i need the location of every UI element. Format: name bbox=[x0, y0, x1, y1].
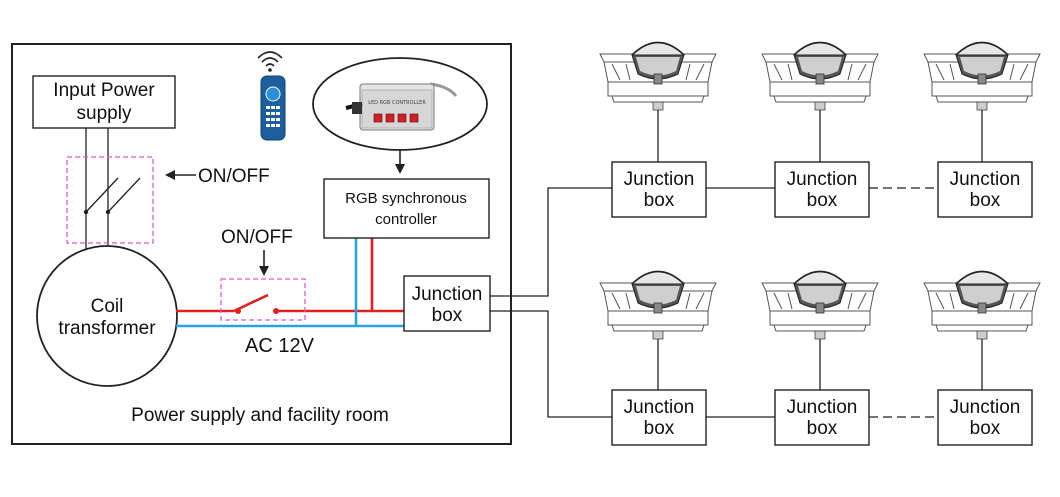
rgb-controller-box bbox=[323, 178, 490, 239]
switch-pivot-1 bbox=[83, 209, 89, 215]
junction-box-bottom-3 bbox=[937, 389, 1033, 446]
pool-light-icon bbox=[599, 270, 717, 340]
coil-transformer bbox=[36, 245, 178, 387]
controller-device-label: LED RGB CONTROLLER bbox=[368, 100, 426, 106]
on-off-label-1: ON/OFF bbox=[198, 166, 270, 187]
input-power-label-1: Input Power bbox=[53, 80, 155, 101]
junction-box-top-1 bbox=[611, 161, 707, 218]
remote-control-icon bbox=[260, 75, 286, 141]
junction-box-bottom-2 bbox=[774, 389, 870, 446]
double-switch-blades bbox=[85, 177, 141, 213]
feed-wire-top bbox=[490, 187, 612, 297]
on-off-label-2: ON/OFF bbox=[221, 227, 293, 248]
pool-light-icon bbox=[599, 41, 717, 111]
junction-label: box bbox=[807, 190, 838, 211]
single-switch-outline bbox=[220, 278, 306, 321]
junction-box-bottom-1 bbox=[611, 389, 707, 446]
coil-label-2: transformer bbox=[58, 318, 156, 339]
ac-12v-label: AC 12V bbox=[245, 335, 315, 357]
junction-box-top-2 bbox=[774, 161, 870, 218]
junction-label: Junction bbox=[950, 397, 1021, 418]
pool-light-icon bbox=[761, 270, 879, 340]
input-power-label-2: supply bbox=[77, 103, 132, 124]
pool-light-icon bbox=[923, 41, 1041, 111]
coil-label-1: Coil bbox=[91, 296, 124, 317]
top-row: Junction box Junction box Junction box bbox=[599, 41, 1041, 218]
main-junction-label-2: box bbox=[432, 305, 463, 326]
rgb-controller-device-icon: LED RGB CONTROLLER bbox=[345, 82, 458, 131]
input-power-supply-box bbox=[32, 75, 176, 129]
switch-contact-1 bbox=[235, 308, 241, 314]
main-junction-box bbox=[403, 275, 491, 332]
pool-light-icon bbox=[761, 41, 879, 111]
rgb-controller-label-2: controller bbox=[375, 211, 437, 228]
junction-label: box bbox=[970, 418, 1001, 439]
facility-room-caption: Power supply and facility room bbox=[131, 405, 389, 426]
switch-pivot-2 bbox=[105, 209, 111, 215]
pool-light-icon bbox=[923, 270, 1041, 340]
supply-wires bbox=[85, 128, 109, 212]
junction-label: Junction bbox=[950, 169, 1021, 190]
wifi-signal-icon bbox=[257, 51, 283, 72]
switch-contact-2 bbox=[273, 308, 279, 314]
bottom-row: Junction box Junction box Junction box bbox=[599, 270, 1041, 446]
feed-wire-bottom bbox=[490, 310, 612, 418]
junction-label: Junction bbox=[787, 397, 858, 418]
main-junction-label-1: Junction bbox=[412, 284, 483, 305]
junction-label: Junction bbox=[624, 397, 695, 418]
junction-label: box bbox=[970, 190, 1001, 211]
junction-label: box bbox=[807, 418, 838, 439]
junction-label: Junction bbox=[624, 169, 695, 190]
single-switch-blade bbox=[233, 293, 269, 313]
junction-label: Junction bbox=[787, 169, 858, 190]
junction-label: box bbox=[644, 190, 675, 211]
junction-box-top-3 bbox=[937, 161, 1033, 218]
double-switch-outline bbox=[66, 156, 154, 244]
junction-label: box bbox=[644, 418, 675, 439]
rgb-controller-label-1: RGB synchronous bbox=[345, 190, 467, 207]
